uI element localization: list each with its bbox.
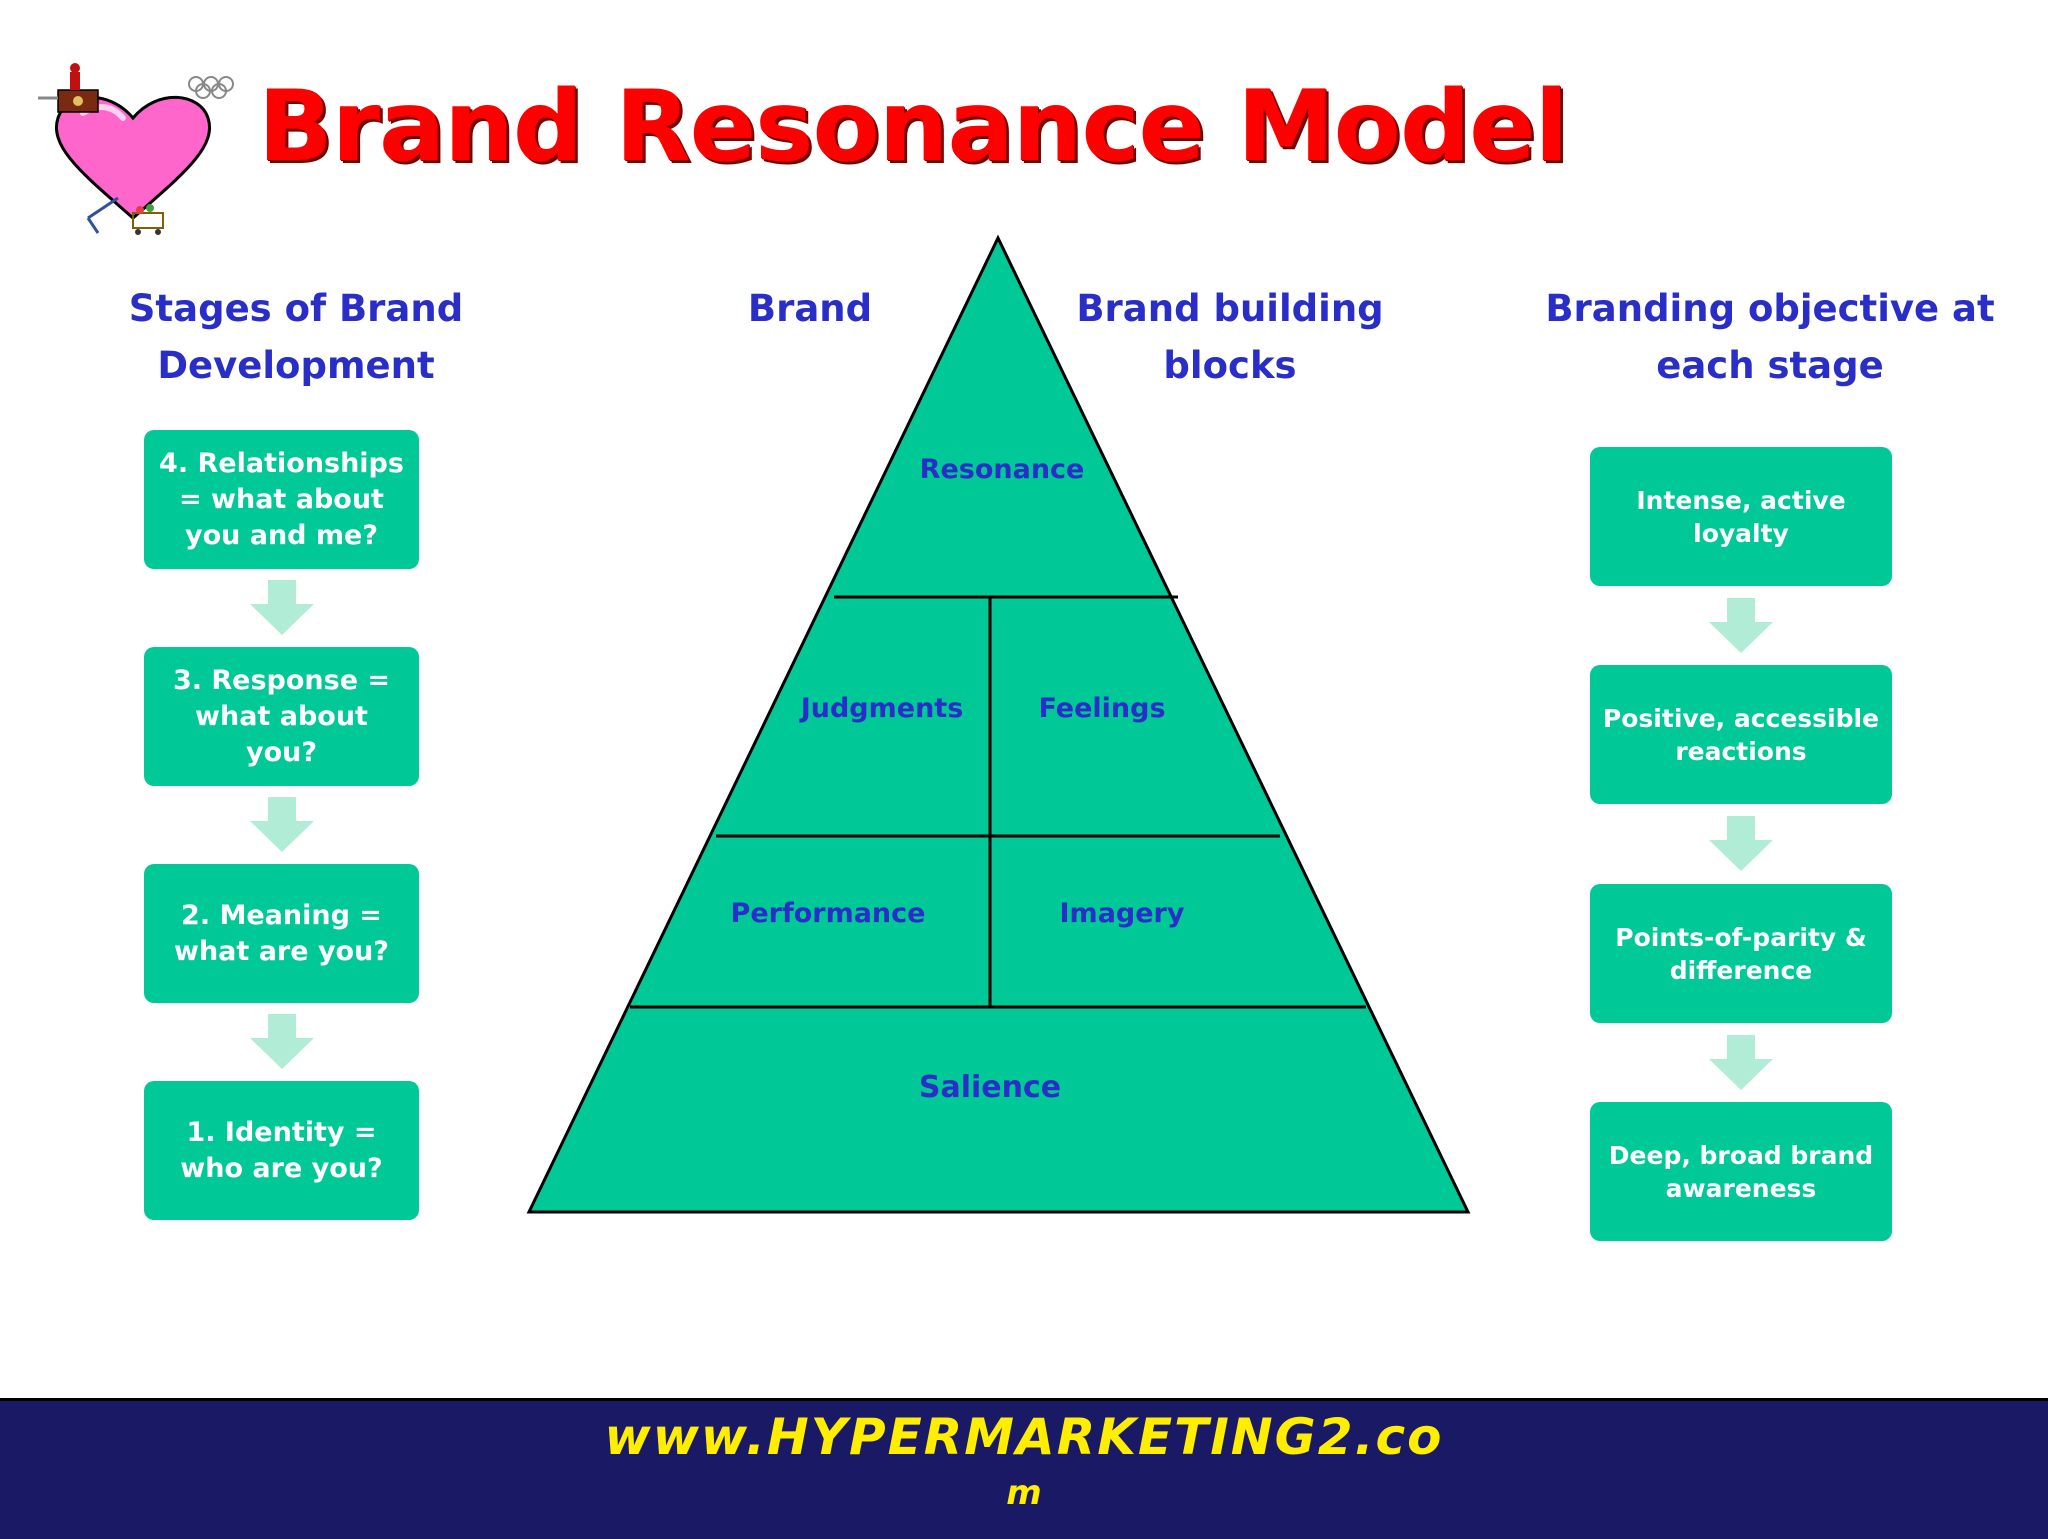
stage-line: = what about <box>179 483 384 515</box>
objective-box-loyalty: Intense, active loyalty <box>1590 447 1892 586</box>
objective-box-parity: Points-of-parity & difference <box>1590 884 1892 1023</box>
footer-url-line1[interactable]: www.HYPERMARKETING2.co <box>604 1408 1444 1466</box>
heart-logo-icon <box>38 63 234 235</box>
stages-heading: Stages of Brand Development <box>96 280 496 394</box>
pyramid-label-feelings: Feelings <box>1038 693 1166 724</box>
stage-line: you? <box>245 736 318 768</box>
down-arrow-icon <box>250 797 314 852</box>
objective-line: reactions <box>1675 736 1807 766</box>
blocks-heading-line2: blocks <box>1163 344 1297 387</box>
stage-line: who are you? <box>180 1152 383 1184</box>
stages-heading-line2: Development <box>157 344 435 387</box>
down-arrow-icon <box>1709 598 1773 653</box>
blocks-heading: Brand building blocks <box>1070 280 1390 394</box>
stage-line: what about <box>195 700 368 732</box>
objective-heading-line2: each stage <box>1656 344 1884 387</box>
stage-line: 4. Relationships <box>159 447 404 479</box>
stage-box-response: 3. Response = what about you? <box>144 647 419 786</box>
stages-heading-line1: Stages of Brand <box>128 287 464 330</box>
blocks-heading-line1: Brand building <box>1076 287 1384 330</box>
stage-line: 2. Meaning = <box>181 899 382 931</box>
page-title: Brand Resonance Model <box>258 70 1568 184</box>
stage-box-identity: 1. Identity = who are you? <box>144 1081 419 1220</box>
brand-heading-text: Brand <box>747 287 873 330</box>
stage-line: 3. Response = <box>172 664 391 696</box>
stage-box-meaning: 2. Meaning = what are you? <box>144 864 419 1003</box>
objective-line: loyalty <box>1693 518 1789 548</box>
footer-url-line2[interactable]: m <box>1006 1473 1042 1513</box>
stage-box-relationships: 4. Relationships = what about you and me… <box>144 430 419 569</box>
pyramid-label-judgments: Judgments <box>800 693 964 724</box>
objective-line: Intense, active <box>1636 485 1846 515</box>
stage-line: what are you? <box>174 935 389 967</box>
stage-line: you and me? <box>184 519 379 551</box>
pyramid-label-performance: Performance <box>730 898 926 929</box>
objective-line: difference <box>1669 955 1813 985</box>
objective-heading-line1: Branding objective at <box>1545 287 1995 330</box>
objective-line: Deep, broad brand <box>1608 1140 1874 1170</box>
pyramid-body <box>526 234 1471 1214</box>
resonance-pyramid <box>526 234 1471 1214</box>
footer-bar <box>0 1398 2048 1539</box>
pyramid-label-salience: Salience <box>918 1070 1062 1105</box>
down-arrow-icon <box>1709 1035 1773 1090</box>
objective-line: awareness <box>1665 1173 1817 1203</box>
pyramid-label-imagery: Imagery <box>1059 898 1185 929</box>
down-arrow-icon <box>250 1014 314 1069</box>
objective-line: Points-of-parity & <box>1615 922 1867 952</box>
down-arrow-icon <box>1709 816 1773 871</box>
objective-heading: Branding objective at each stage <box>1530 280 2010 394</box>
objective-line: Positive, accessible <box>1602 703 1880 733</box>
pyramid-label-resonance: Resonance <box>919 454 1085 485</box>
objective-box-reactions: Positive, accessible reactions <box>1590 665 1892 804</box>
brand-heading: Brand <box>720 280 900 337</box>
down-arrow-icon <box>250 580 314 635</box>
objective-box-awareness: Deep, broad brand awareness <box>1590 1102 1892 1241</box>
stage-line: 1. Identity = <box>186 1116 377 1148</box>
